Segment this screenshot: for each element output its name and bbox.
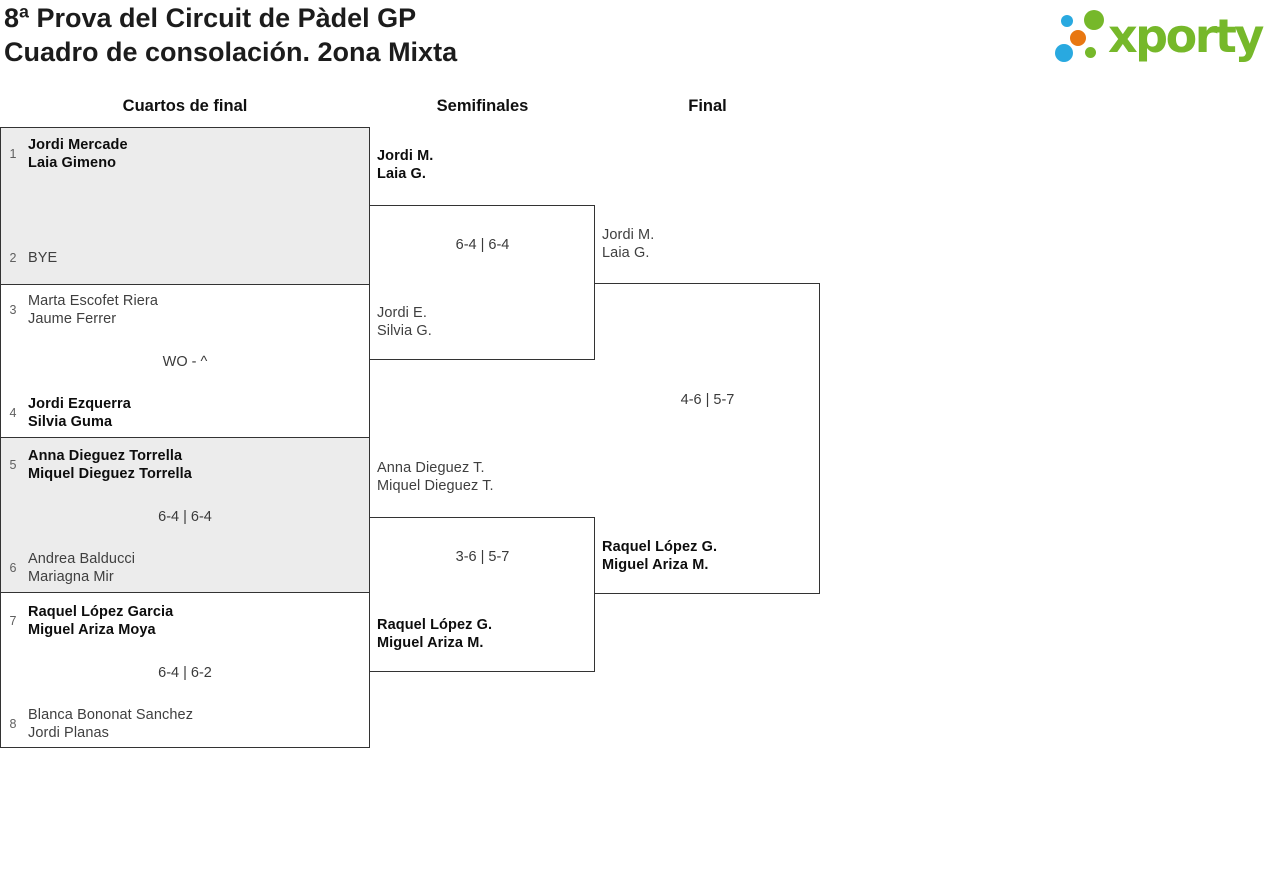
match-box-qf2: 3 Marta Escofet Riera Jaume Ferrer WO - … (0, 285, 370, 438)
participant-name: Miquel Dieguez T. (377, 478, 494, 494)
page-title-line1: 8ª Prova del Circuit de Pàdel GP (4, 3, 417, 33)
participant-name: Miquel Dieguez Torrella (28, 466, 192, 482)
round-header-final: Final (688, 97, 727, 115)
round-header-cuartos: Cuartos de final (122, 97, 248, 115)
match-box-final (595, 283, 820, 594)
match-box-sf1 (370, 205, 595, 360)
logo-dot-orange-icon (1070, 30, 1086, 46)
match-box-sf2 (370, 517, 595, 672)
match-score-final: 4-6 | 5-7 (680, 392, 735, 408)
match-score-qf2: WO - ^ (162, 354, 208, 370)
match-box-qf3: 5 Anna Dieguez Torrella Miquel Dieguez T… (0, 438, 370, 593)
participant-name: Jordi Planas (28, 725, 109, 741)
participant-name: Raquel López G. (377, 617, 493, 633)
seed-number: 2 (9, 251, 17, 265)
participant-sf2-top: Anna Dieguez T. Miquel Dieguez T. (377, 459, 494, 495)
participant-name: Silvia G. (377, 323, 432, 339)
participant-name: Andrea Balducci (28, 551, 136, 567)
match-box-qf1: 1 Jordi Mercade Laia Gimeno 2 BYE (0, 127, 370, 285)
participant-name: Jordi Ezquerra (28, 396, 131, 412)
participant-qf1-bottom: BYE (28, 249, 57, 267)
match-score-sf2: 3-6 | 5-7 (455, 549, 510, 565)
participant-name: Anna Dieguez Torrella (28, 448, 183, 464)
participant-name: Laia Gimeno (28, 155, 117, 171)
participant-sf2-bottom: Raquel López G. Miguel Ariza M. (377, 616, 492, 652)
logo-wordmark: xporty (1108, 9, 1264, 63)
participant-name: Miguel Ariza M. (602, 557, 709, 573)
participant-name: Miguel Ariza M. (377, 635, 484, 651)
round-header-semifinales: Semifinales (436, 97, 529, 115)
participant-qf1-top: Jordi Mercade Laia Gimeno (28, 136, 128, 172)
seed-number: 4 (9, 406, 17, 420)
seed-number: 1 (9, 147, 17, 161)
seed-number: 8 (9, 717, 17, 731)
match-score-sf1: 6-4 | 6-4 (455, 237, 510, 253)
participant-name: Jordi M. (602, 227, 655, 243)
participant-name: Laia G. (602, 245, 650, 261)
page-title-line2: Cuadro de consolación. 2ona Mixta (4, 37, 458, 67)
participant-name: Silvia Guma (28, 414, 113, 430)
participant-name: Blanca Bononat Sanchez (28, 707, 194, 723)
participant-name: Jordi M. (377, 148, 434, 164)
logo-dot-blue-large-icon (1055, 44, 1073, 62)
seed-number: 7 (9, 614, 17, 628)
participant-qf3-top: Anna Dieguez Torrella Miquel Dieguez Tor… (28, 447, 192, 483)
participant-name: Raquel López Garcia (28, 604, 174, 620)
participant-qf2-top: Marta Escofet Riera Jaume Ferrer (28, 292, 158, 328)
participant-name: Mariagna Mir (28, 569, 114, 585)
participant-qf4-top: Raquel López Garcia Miguel Ariza Moya (28, 603, 173, 639)
match-box-qf4: 7 Raquel López Garcia Miguel Ariza Moya … (0, 593, 370, 748)
logo-dot-green-small-icon (1085, 47, 1096, 58)
participant-final-bottom: Raquel López G. Miguel Ariza M. (602, 538, 717, 574)
participant-name: Laia G. (377, 166, 427, 182)
participant-final-top: Jordi M. Laia G. (602, 226, 654, 262)
match-score-qf4: 6-4 | 6-2 (158, 665, 212, 681)
participant-name: Jordi E. (377, 305, 427, 321)
participant-qf3-bottom: Andrea Balducci Mariagna Mir (28, 550, 135, 586)
seed-number: 6 (9, 561, 17, 575)
participant-name: Jordi Mercade (28, 137, 128, 153)
logo-dot-green-large-icon (1084, 10, 1104, 30)
participant-sf1-top: Jordi M. Laia G. (377, 147, 433, 183)
participant-name: Marta Escofet Riera (28, 293, 159, 309)
seed-number: 5 (9, 458, 17, 472)
participant-name: Jaume Ferrer (28, 311, 117, 327)
participant-name: Anna Dieguez T. (377, 460, 485, 476)
participant-name: Miguel Ariza Moya (28, 622, 156, 638)
logo-dot-blue-small-icon (1061, 15, 1073, 27)
participant-qf2-bottom: Jordi Ezquerra Silvia Guma (28, 395, 131, 431)
participant-qf4-bottom: Blanca Bononat Sanchez Jordi Planas (28, 706, 193, 742)
participant-sf1-bottom: Jordi E. Silvia G. (377, 304, 432, 340)
participant-name: BYE (28, 250, 58, 266)
seed-number: 3 (9, 303, 17, 317)
match-score-qf3: 6-4 | 6-4 (158, 509, 212, 525)
participant-name: Raquel López G. (602, 539, 718, 555)
